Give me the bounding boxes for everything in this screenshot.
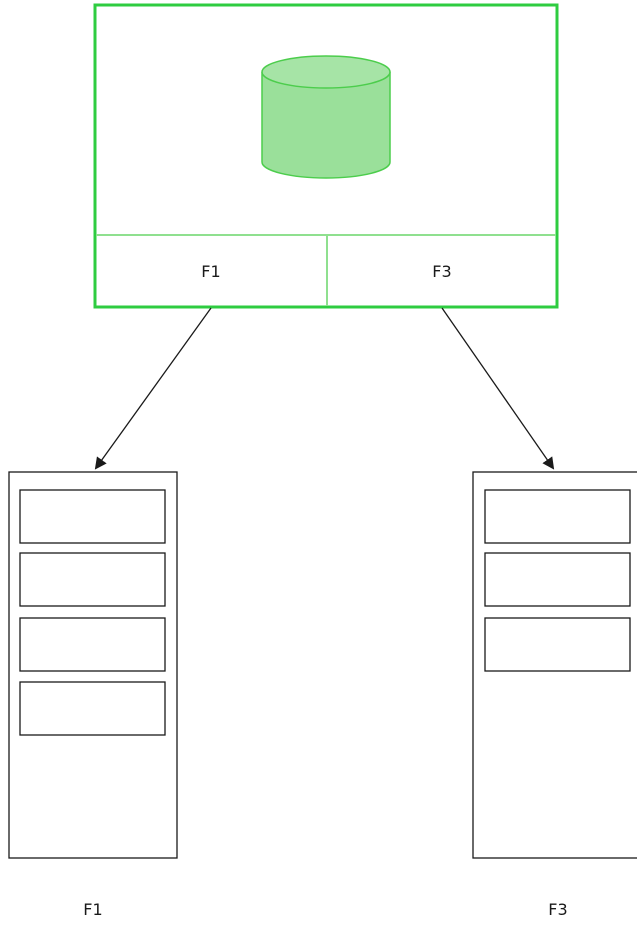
database-cylinder-icon	[261, 55, 391, 179]
arrow-to-f3	[441, 307, 555, 470]
target-label-f3: F3	[548, 900, 567, 919]
record-slot	[19, 617, 166, 672]
record-slot	[19, 489, 166, 544]
record-slot	[484, 489, 631, 544]
field-label-f1: F1	[201, 262, 220, 281]
arrow-to-f1	[94, 307, 212, 470]
record-slot	[484, 617, 631, 672]
source-box: F1 F3	[93, 3, 559, 309]
record-slot	[19, 552, 166, 607]
target-label-f1: F1	[83, 900, 102, 919]
target-container-f3	[472, 471, 637, 859]
field-label-f3: F3	[432, 262, 451, 281]
record-slot	[484, 552, 631, 607]
record-slot	[19, 681, 166, 736]
target-container-f1	[8, 471, 178, 859]
